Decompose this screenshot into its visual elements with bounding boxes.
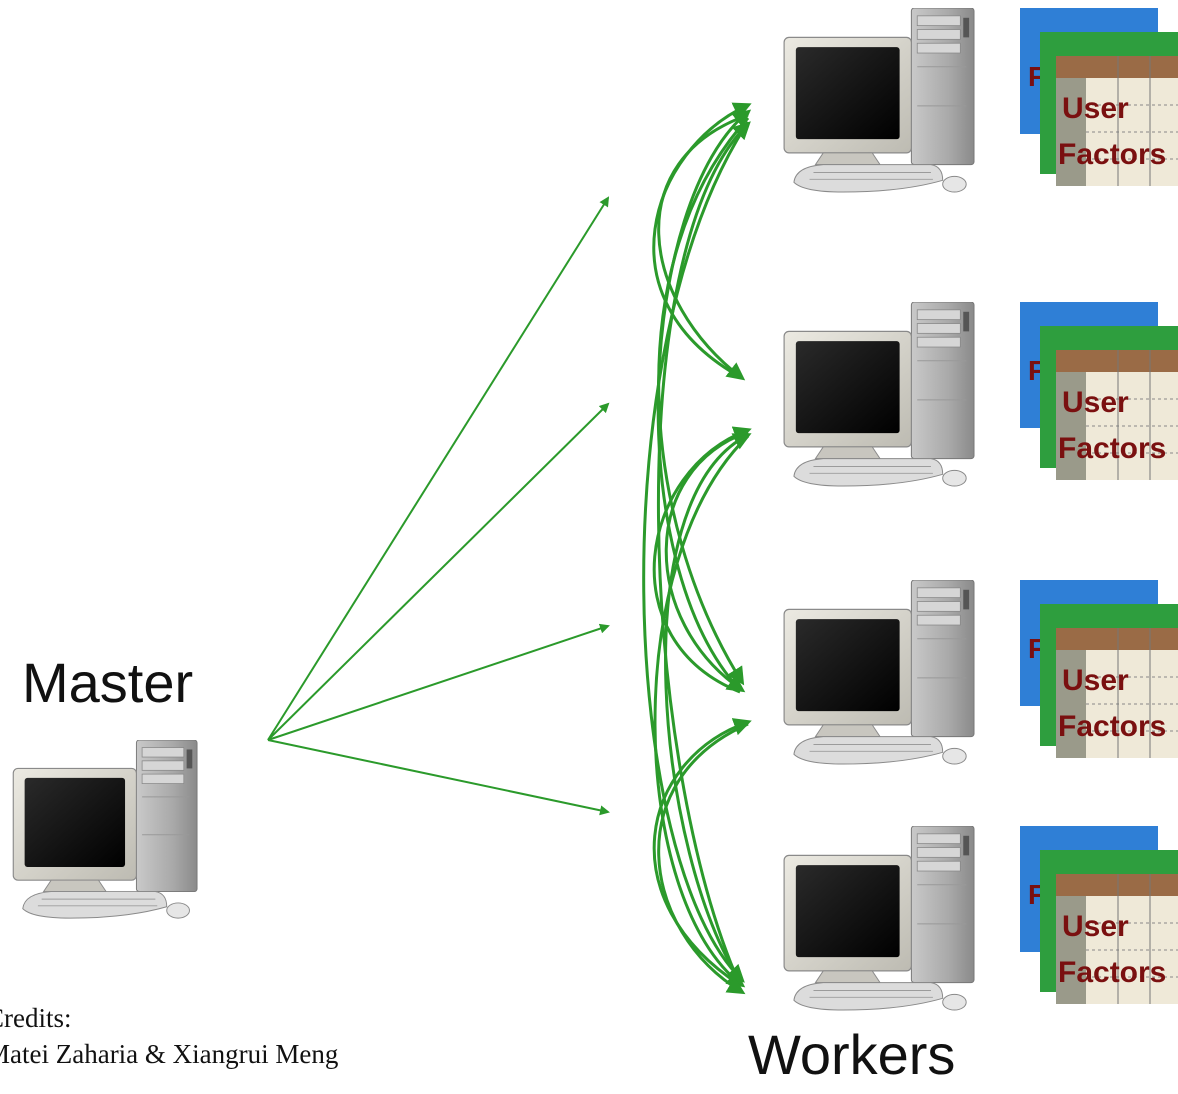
factor-label-factors: Factors [1058,432,1166,465]
master-arrow-1 [267,196,610,741]
worker-computer [783,580,975,765]
factor-row-header [1056,78,1086,186]
credits: Credits: Matei Zaharia & Xiangrui Meng [0,1000,338,1072]
workers-label: Workers [748,1023,956,1086]
master-arrow-2 [267,402,610,741]
factor-label-factors: Factors [1058,956,1166,989]
shuffle-arrow-3-to-4 [657,722,749,995]
shuffle-arrow-1-to-2 [657,113,749,381]
factor-cells [1086,650,1178,758]
shuffle-arrow-1-to-3 [657,116,750,686]
worker-computer [783,8,975,193]
factor-cells [1086,372,1178,480]
shuffle-arrow-4-to-2 [664,433,752,981]
factor-cells [1086,896,1178,1004]
worker-shuffle-arrows [642,102,752,995]
shuffle-arrow-2-to-4 [653,434,750,988]
workers-group: FUserFactorsFUserFactorsFUserFactorsFUse… [783,8,1178,1011]
factor-row-header [1056,372,1086,480]
master-label: Master [22,651,194,714]
master-arrow-3 [267,623,610,741]
worker-computer [783,826,975,1011]
credits-title: Credits: [0,1003,72,1033]
shuffle-arrow-1-to-4 [642,121,750,983]
factor-label-user: User [1062,910,1129,943]
credits-authors: Matei Zaharia & Xiangrui Meng [0,1039,339,1069]
master-computer [12,740,198,919]
factor-label-user: User [1062,386,1129,419]
factor-label-user: User [1062,92,1129,125]
factor-row-header [1056,896,1086,1004]
factor-label-factors: Factors [1058,710,1166,743]
factor-label-factors: Factors [1058,138,1166,171]
factor-row-header [1056,650,1086,758]
factor-label-user: User [1062,664,1129,697]
shuffle-arrow-4-to-1 [656,121,751,986]
factor-cells [1086,78,1178,186]
master-arrow-4 [267,739,610,816]
shuffle-arrow-4-to-3 [652,718,752,987]
shuffle-arrow-2-to-1 [652,102,752,380]
master-arrows [267,196,610,816]
shuffle-arrow-2-to-3 [664,430,749,693]
worker-computer [783,302,975,487]
